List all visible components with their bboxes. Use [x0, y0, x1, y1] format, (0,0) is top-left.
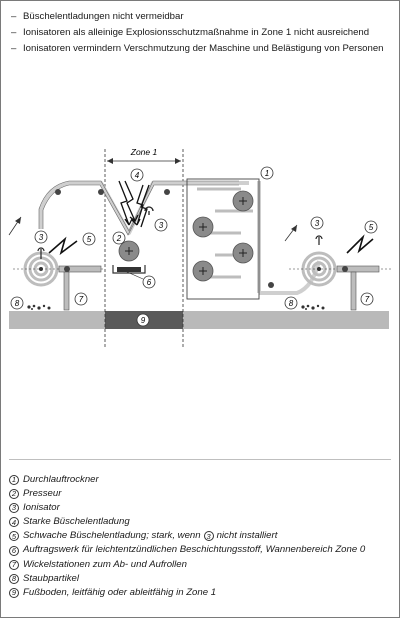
zone-label: Zone 1	[130, 147, 158, 157]
arrow-head	[175, 158, 181, 164]
callout-circle	[310, 216, 324, 230]
divider	[9, 459, 391, 460]
arrow-head	[107, 158, 113, 164]
callout-circle	[364, 220, 378, 234]
callout-circle	[154, 218, 168, 232]
guide-roller	[98, 189, 104, 195]
callout-circle	[136, 313, 150, 327]
callout-number: 7	[79, 295, 84, 304]
callout-number: 8	[15, 299, 20, 308]
callout-circle	[360, 292, 374, 306]
dust-particles	[301, 304, 325, 310]
callout-number: 9	[141, 316, 146, 325]
continuous-dryer	[186, 178, 274, 300]
bullet-item: –Ionisatoren als alleinige Explosionssch…	[11, 27, 370, 38]
callout-number: 2	[116, 234, 122, 243]
callout-number: 5	[87, 235, 92, 244]
callout-number: 7	[365, 295, 370, 304]
dust-particles	[27, 304, 51, 310]
callout-number: 3	[159, 221, 164, 230]
callout-circle	[260, 166, 274, 180]
material-web	[39, 181, 321, 295]
bullet-item: –Ionisatoren vermindern Verschmutzung de…	[11, 43, 384, 54]
machine-schematic: 9 Zone 1	[8, 147, 393, 347]
bullet-list: –Büschelentladungen nicht vermeidbar –Io…	[11, 9, 395, 57]
callout-number: 6	[147, 278, 152, 287]
press-roller	[118, 240, 140, 262]
callout-circle	[284, 296, 298, 310]
callout-number: 5	[369, 223, 374, 232]
callout-number: 4	[135, 171, 140, 180]
ionizer	[144, 206, 154, 212]
winding-station-left	[8, 216, 105, 311]
callout-circle	[130, 168, 144, 182]
guide-roller	[164, 189, 170, 195]
coating-trough	[112, 265, 146, 280]
callout-circle	[34, 230, 48, 244]
guide-roller	[55, 189, 61, 195]
strong-brush-discharge	[118, 180, 150, 228]
winding-station-right	[284, 224, 393, 311]
bullet-item: –Büschelentladungen nicht vermeidbar	[11, 11, 184, 22]
floor	[9, 311, 389, 329]
callout-circle	[82, 232, 96, 246]
callout-number: 3	[315, 219, 320, 228]
callout-number: 1	[265, 169, 269, 178]
callout-circle	[74, 292, 88, 306]
callout-number: 3	[39, 233, 44, 242]
callout-circle	[10, 296, 24, 310]
callout-circle	[142, 275, 156, 289]
callout-circle	[112, 231, 126, 245]
callout-number: 8	[289, 299, 294, 308]
